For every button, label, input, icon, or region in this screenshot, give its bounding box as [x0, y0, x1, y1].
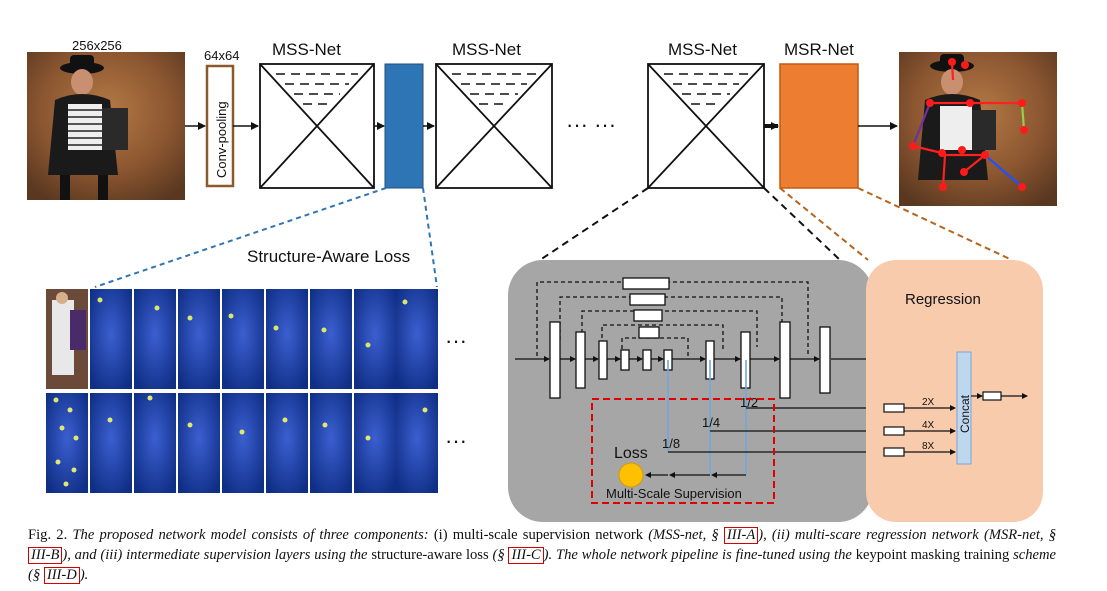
caption-ref-d[interactable]: III-D — [43, 567, 80, 584]
caption-s7: structure-aware loss — [371, 547, 489, 563]
input-size-label: 256x256 — [72, 38, 122, 53]
caption-s9: ). The whole network pipeline is fine-tu… — [543, 547, 852, 563]
mss-net-1-label: MSS-Net — [272, 40, 341, 59]
top-ellipsis: ··· ··· — [566, 112, 616, 137]
mss-net-2-hourglass — [435, 63, 553, 189]
loss-circle — [618, 462, 644, 488]
caption-s4: ), (ii) multi-scare regression network — [758, 527, 979, 543]
network-detail-panel — [508, 260, 873, 522]
caption-ref-c[interactable]: III-C — [508, 547, 544, 564]
heatmap-grid — [46, 289, 438, 493]
upsample-blocks — [883, 391, 1028, 457]
caption-ref-b[interactable]: III-B — [28, 547, 63, 564]
scale-8x-label: 8X — [922, 441, 935, 452]
caption-s3: (MSS-net, § — [648, 527, 719, 543]
concat-label: Concat — [958, 394, 972, 433]
msr-net-block — [779, 63, 859, 189]
caption-ref-a[interactable]: III-A — [723, 527, 759, 544]
scale-1-2-label: 1/2 — [740, 395, 758, 410]
caption-s8: (§ — [492, 547, 505, 563]
multi-scale-supervision-box — [591, 398, 775, 504]
regression-panel — [866, 260, 1043, 522]
conv-pooling-block — [205, 64, 235, 188]
scale-2x-label: 2X — [922, 397, 935, 408]
caption-s12: ). — [79, 567, 89, 583]
caption-s11: scheme (§ — [28, 547, 1057, 583]
structure-loss-block-blue — [384, 63, 424, 189]
input-image-accordion-player — [27, 52, 185, 200]
supervision-links — [667, 360, 747, 475]
loss-label: Loss — [614, 445, 648, 462]
multi-scale-supervision-label: Multi-Scale Supervision — [606, 486, 742, 501]
caption-s6: ), and (iii) intermediate supervision la… — [62, 547, 368, 563]
caption-s1: The proposed network model consists of t… — [72, 527, 429, 543]
caption-s5: (MSR-net, § — [983, 527, 1056, 543]
regression-title: Regression — [905, 291, 981, 308]
caption-fig-label: Fig. 2. — [28, 527, 68, 543]
mss-net-3-hourglass — [647, 63, 765, 189]
heatmap-ellipsis-2: ··· — [445, 428, 467, 453]
heatmap-row-2 — [46, 393, 438, 493]
mss-net-3-label: MSS-Net — [668, 40, 737, 59]
caption-s10: keypoint masking training — [855, 547, 1010, 563]
heatmap-row-1 — [46, 289, 438, 389]
structure-aware-loss-title: Structure-Aware Loss — [247, 247, 410, 266]
scale-4x-label: 4X — [922, 420, 935, 431]
msr-net-label: MSR-Net — [784, 40, 854, 59]
figure-caption: Fig. 2. The proposed network model consi… — [28, 525, 1056, 585]
heatmap-ellipsis-1: ··· — [445, 328, 467, 353]
scale-1-8-label: 1/8 — [662, 436, 680, 451]
pool-size-label: 64x64 — [204, 48, 239, 63]
conv-pooling-label: Conv-pooling — [214, 101, 229, 178]
caption-s2: (i) multi-scale supervision network — [433, 527, 644, 543]
mss-net-2-label: MSS-Net — [452, 40, 521, 59]
mss-net-1-hourglass — [259, 63, 375, 189]
scale-1-4-label: 1/4 — [702, 415, 720, 430]
output-image-pose-estimation — [899, 52, 1057, 206]
concat-block — [956, 351, 972, 465]
hourglass-detail — [515, 277, 956, 399]
